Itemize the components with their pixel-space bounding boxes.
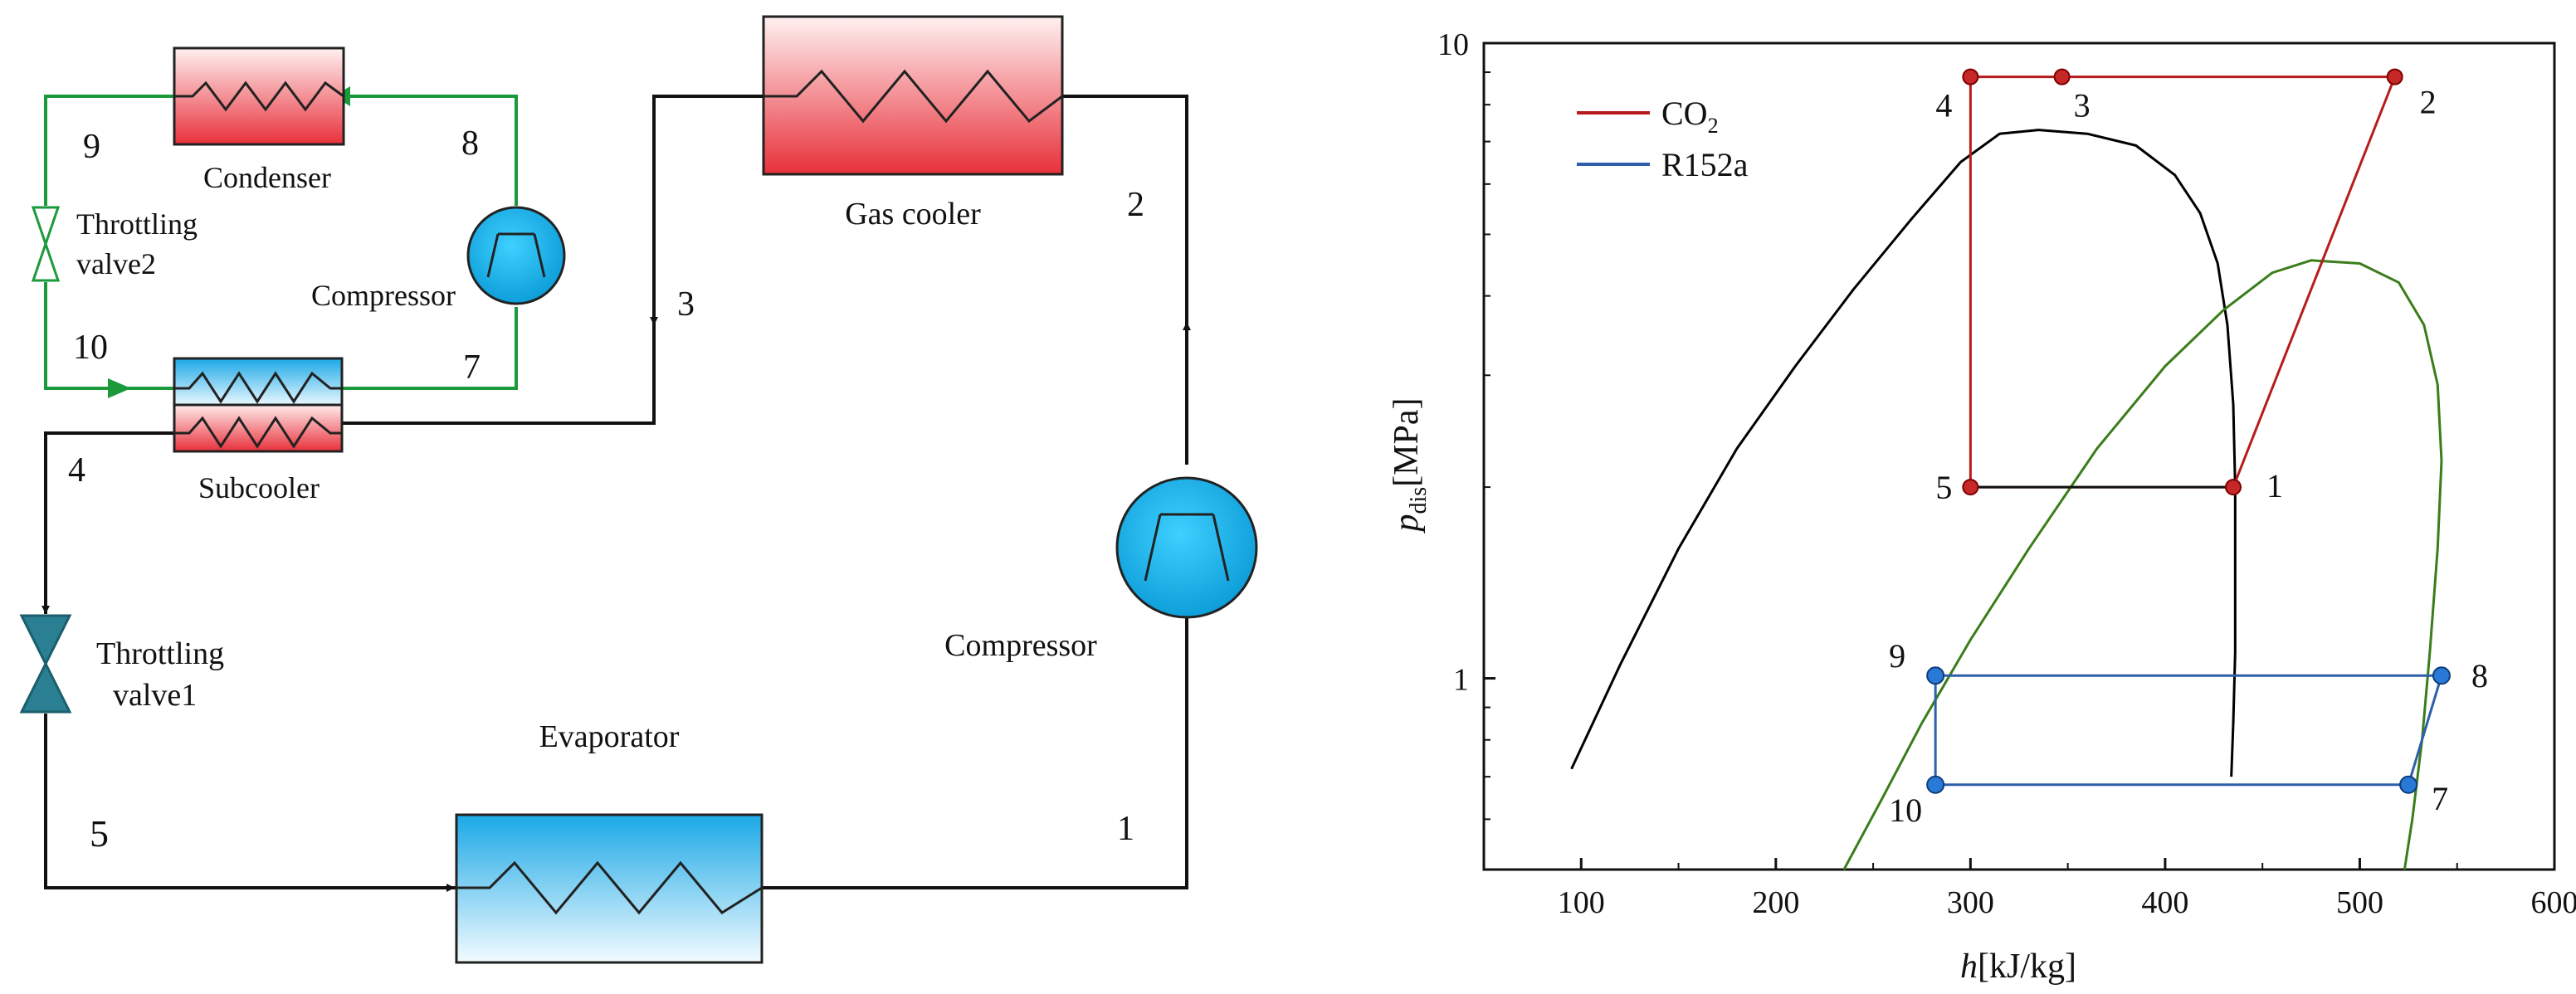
state-point-9 [1926, 666, 1945, 685]
x-tick-label-200: 200 [1752, 885, 1799, 920]
state-8-label: 8 [461, 124, 479, 163]
axis-ticks: 100 200 300 400 500 600 1 10 [1437, 27, 2576, 920]
evaporator [455, 813, 764, 964]
compressor-small-label: Compressor [311, 279, 456, 312]
state-point-label-4: 4 [1935, 87, 1952, 124]
state-point-8 [2432, 666, 2451, 685]
state-point-4 [1962, 68, 1979, 85]
y-tick-label-1: 1 [1453, 663, 1469, 698]
throttling-valve1 [19, 614, 72, 714]
throttling-valve2-label-2: valve2 [76, 247, 156, 280]
compressor-main-label: Compressor [944, 628, 1097, 663]
legend-r152a-label: R152a [1661, 146, 1749, 183]
state-4-label: 4 [68, 451, 85, 490]
subcooler [173, 357, 344, 453]
x-tick-label-500: 500 [2336, 885, 2383, 920]
state-point-label-9: 9 [1889, 637, 1905, 675]
co2-loop-pipes [44, 95, 1188, 889]
condenser-label: Condenser [203, 161, 331, 194]
state-point-1 [2225, 479, 2242, 496]
state-7-label: 7 [463, 348, 481, 387]
state-10-label: 10 [73, 329, 108, 367]
legend-co2-label: CO2 [1661, 95, 1719, 138]
x-tick-label-300: 300 [1947, 885, 1994, 920]
gas-cooler [762, 15, 1064, 176]
cycle-lines: 1 2 3 4 5 7 8 9 10 [1889, 68, 2488, 829]
state-2-label: 2 [1127, 186, 1144, 224]
state-5-label: 5 [90, 812, 109, 855]
ph-chart: 1 2 3 4 5 7 8 9 10 100 200 300 400 500 600 1 10 CO2 R15… [1388, 27, 2576, 986]
state-point-label-7: 7 [2432, 780, 2448, 817]
cycle-line-r152a [1934, 674, 2443, 787]
state-point-label-2: 2 [2420, 84, 2437, 121]
state-point-5 [1962, 479, 1979, 496]
state-3-label: 3 [677, 285, 695, 324]
state-point-10 [1926, 775, 1945, 794]
compressor-small [466, 206, 566, 305]
plot-area [1482, 41, 2556, 871]
x-tick-label-400: 400 [2141, 885, 2188, 920]
cycle-line-co2 [1969, 76, 2397, 489]
y-axis-label: pdis[MPa] [1388, 397, 1432, 534]
condenser [173, 46, 345, 146]
state-1-label: 1 [1117, 810, 1134, 848]
state-point-label-1: 1 [2266, 467, 2283, 504]
flow-arrow-subcooler-in [108, 378, 131, 398]
throttling-valve1-label-2: valve1 [113, 678, 197, 713]
saturation-domes [1570, 129, 2443, 870]
state-point-label-5: 5 [1935, 469, 1952, 506]
state-point-2 [2386, 68, 2403, 85]
saturation-dome-1 [1570, 129, 2237, 777]
compressor-main [1115, 476, 1258, 619]
throttling-valve1-label-1: Throttling [96, 636, 224, 671]
x-axis-label: h[kJ/kg] [1960, 948, 2076, 986]
state-9-label: 9 [83, 128, 100, 166]
y-tick-label-10: 10 [1437, 27, 1469, 62]
saturation-dome-2 [1842, 259, 2443, 870]
subcooler-label: Subcooler [198, 471, 320, 504]
x-tick-label-100: 100 [1558, 885, 1605, 920]
state-point-label-8: 8 [2471, 657, 2488, 694]
state-point-7 [2399, 775, 2418, 794]
system-diagram: Condenser Gas cooler Compressor Throttli… [19, 15, 1258, 964]
gas-cooler-label: Gas cooler [845, 197, 981, 231]
evaporator-label: Evaporator [539, 719, 680, 754]
throttling-valve2 [31, 206, 61, 282]
state-point-label-10: 10 [1889, 792, 1922, 829]
state-point-label-3: 3 [2074, 87, 2091, 124]
x-tick-label-600: 600 [2531, 885, 2576, 920]
state-point-3 [2053, 68, 2071, 85]
throttling-valve2-label-1: Throttling [76, 207, 198, 241]
legend: CO2 R152a [1577, 95, 1749, 183]
